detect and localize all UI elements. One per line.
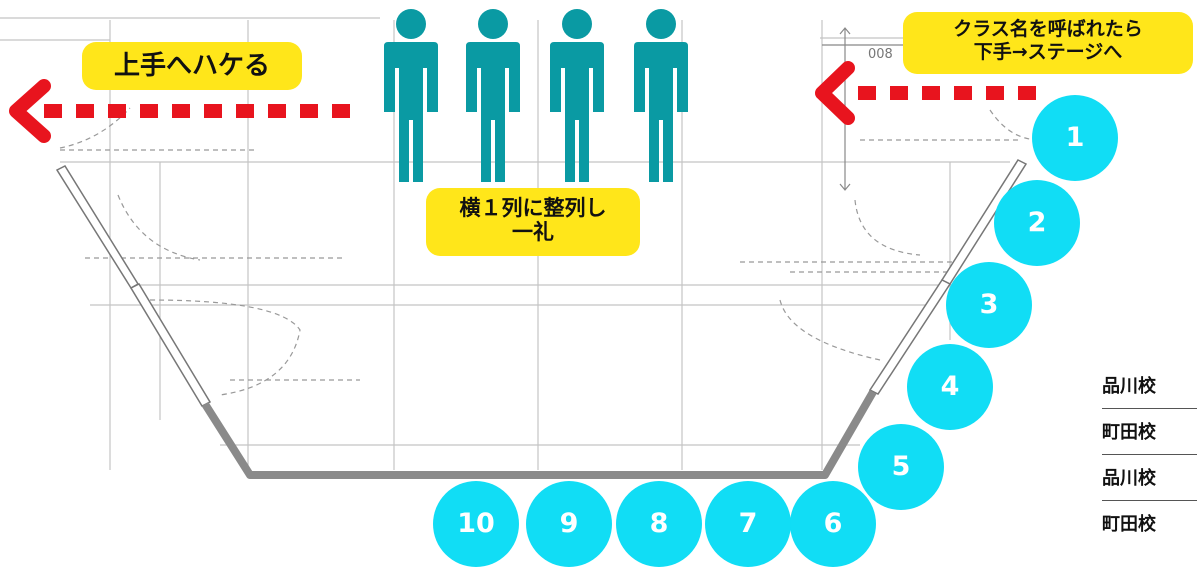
stage-walls — [55, 159, 1028, 407]
enter-label-line2: 下手→ステージへ — [973, 41, 1123, 63]
order-circle-8: 8 — [616, 481, 702, 567]
order-circle-1: 1 — [1032, 95, 1118, 181]
exit-direction-label: 上手へハケる — [82, 42, 302, 90]
person-icon — [634, 9, 688, 182]
enter-direction-label: クラス名を呼ばれたら 下手→ステージへ — [903, 12, 1193, 74]
order-circle-5: 5 — [858, 424, 944, 510]
school-list-item: 品川校 — [1102, 458, 1197, 501]
exit-label-text: 上手へハケる — [113, 51, 270, 81]
bow-instruction-label: 横１列に整列し 一礼 — [426, 188, 640, 256]
order-circle-2: 2 — [994, 180, 1080, 266]
school-list-item: 町田校 — [1102, 514, 1156, 535]
order-circle-9: 9 — [526, 481, 612, 567]
order-circle-7: 7 — [705, 481, 791, 567]
person-icon — [466, 9, 520, 182]
bow-label-line1: 横１列に整列し — [459, 196, 607, 220]
school-list-item: 町田校 — [1102, 412, 1197, 455]
person-icon — [384, 9, 438, 182]
person-icon — [550, 9, 604, 182]
enter-label-line1: クラス名を呼ばれたら — [953, 18, 1143, 40]
bow-label-line2: 一礼 — [512, 220, 554, 244]
order-circle-4: 4 — [907, 344, 993, 430]
order-circle-10: 10 — [433, 481, 519, 567]
stage-front-edge — [201, 389, 877, 479]
arrow-left-icon — [9, 79, 350, 143]
dimension-label: 008 — [868, 47, 893, 62]
school-list-item: 品川校 — [1102, 366, 1197, 409]
order-circle-3: 3 — [946, 262, 1032, 348]
arrow-enter-icon — [815, 61, 1036, 125]
order-circle-6: 6 — [790, 481, 876, 567]
